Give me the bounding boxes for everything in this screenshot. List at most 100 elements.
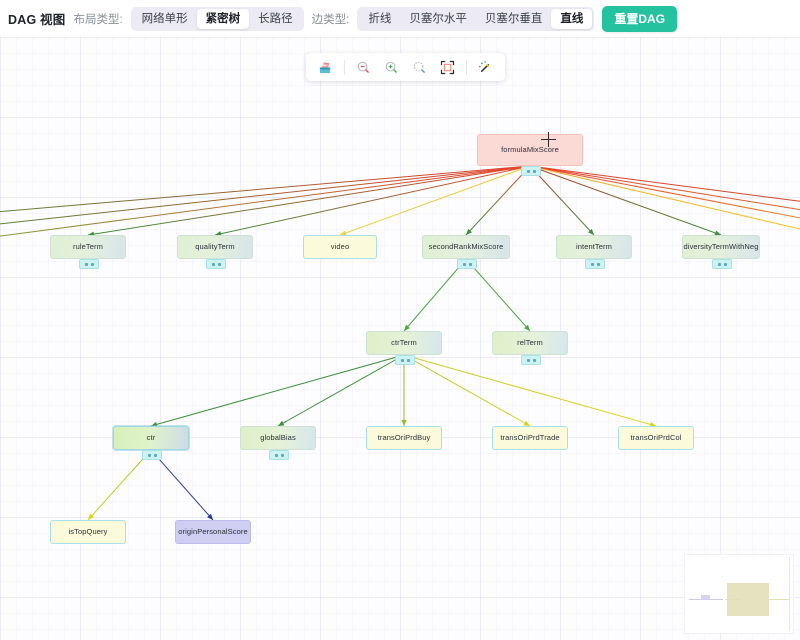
- toolbar-divider-2: [466, 59, 467, 75]
- minimap[interactable]: [684, 554, 794, 634]
- edge-option-贝塞尔垂直[interactable]: 贝塞尔垂直: [484, 12, 543, 25]
- node-label: isTopQuery: [68, 526, 108, 536]
- node-handle-badge[interactable]: [142, 450, 162, 460]
- dag-edge-formulaMixScore-to-diversityTermWithNeg[interactable]: [529, 165, 722, 236]
- dag-node-isTopQuery[interactable]: isTopQuery: [50, 520, 126, 544]
- dag-edge-ctrTerm-to-transOriPrdTrade[interactable]: [403, 354, 531, 427]
- dag-canvas[interactable]: formulaMixScore ruleTerm qualityTerm video s…: [0, 37, 800, 640]
- dag-edge-ctrTerm-to-transOriPrdCol[interactable]: [403, 354, 657, 427]
- dag-edge-ctr-to-originPersonalScore[interactable]: [150, 449, 214, 521]
- magic-wand-icon[interactable]: [473, 55, 498, 79]
- dag-node-qualityTerm[interactable]: qualityTerm: [177, 235, 253, 259]
- reset-dag-button[interactable]: 重置DAG: [602, 5, 678, 32]
- node-handle-badge[interactable]: [712, 259, 732, 269]
- node-label: ruleTerm: [73, 241, 103, 251]
- node-label: transOriPrdBuy: [377, 432, 431, 442]
- edge-arrowhead: [401, 420, 407, 426]
- dag-node-formulaMixScore[interactable]: formulaMixScore: [477, 134, 583, 166]
- dag-edge-formulaMixScore-to-offLeft3[interactable]: [0, 165, 531, 252]
- dag-edge-formulaMixScore-to-ruleTerm[interactable]: [87, 165, 531, 236]
- layout-option-紧密树[interactable]: 紧密树: [196, 8, 250, 29]
- dag-edge-formulaMixScore-to-video[interactable]: [339, 165, 531, 236]
- edge-option-贝塞尔水平[interactable]: 贝塞尔水平: [409, 12, 467, 25]
- dag-edge-ctrTerm-to-ctr[interactable]: [150, 354, 405, 427]
- dag-edge-formulaMixScore-to-offRight3[interactable]: [529, 165, 800, 241]
- node-handle-badge[interactable]: [585, 259, 605, 269]
- node-label: transOriPrdCol: [630, 432, 682, 442]
- edge-option-折线[interactable]: 折线: [368, 12, 392, 25]
- edge-type-label: 边类型:: [311, 13, 350, 26]
- dag-edge-formulaMixScore-to-offLeft2[interactable]: [0, 165, 531, 237]
- node-label: transOriPrdTrade: [500, 432, 560, 442]
- node-label: ctr: [146, 432, 156, 442]
- node-label: originPersonalScore: [178, 526, 248, 536]
- dag-node-transOriPrdTrade[interactable]: transOriPrdTrade: [492, 426, 568, 450]
- node-handle-badge[interactable]: [457, 259, 477, 269]
- node-handle-badge[interactable]: [206, 259, 226, 269]
- dag-node-diversityTermWithNeg[interactable]: diversityTermWithNeg: [682, 235, 760, 259]
- canvas-tool-bar: [306, 53, 505, 81]
- dag-edge-secondRankMixScore-to-ctrTerm[interactable]: [403, 258, 467, 332]
- fit-view-icon[interactable]: [435, 55, 460, 79]
- edge-arrowhead: [523, 420, 530, 426]
- layout-option-网络单形[interactable]: 网络单形: [141, 12, 188, 25]
- dag-node-transOriPrdCol[interactable]: transOriPrdCol: [618, 426, 694, 450]
- zoom-in-icon[interactable]: [379, 55, 404, 79]
- dag-edge-formulaMixScore-to-secondRankMixScore[interactable]: [465, 165, 531, 236]
- page-title: DAG 视图: [8, 13, 66, 27]
- node-handle-badge[interactable]: [395, 355, 415, 365]
- dag-node-video[interactable]: video: [303, 235, 377, 259]
- node-handle-badge[interactable]: [521, 355, 541, 365]
- node-label: formulaMixScore: [501, 144, 559, 154]
- edge-arrowhead: [215, 231, 222, 237]
- edge-arrowhead: [524, 324, 530, 331]
- node-handle-badge[interactable]: [269, 450, 289, 460]
- node-handle-badge[interactable]: [79, 259, 99, 269]
- edge-type-segmented-control: 折线 贝塞尔水平 贝塞尔垂直直线: [357, 6, 595, 31]
- dag-edge-formulaMixScore-to-qualityTerm[interactable]: [214, 165, 531, 236]
- minimap-viewport[interactable]: [727, 583, 769, 616]
- node-label: intentTerm: [575, 241, 612, 251]
- edge-arrowhead: [207, 513, 213, 520]
- dag-node-transOriPrdBuy[interactable]: transOriPrdBuy: [366, 426, 442, 450]
- zoom-reset-icon[interactable]: [407, 55, 432, 79]
- layout-type-label: 布局类型:: [73, 13, 123, 26]
- node-label: ctrTerm: [391, 337, 417, 347]
- layout-type-segmented-control: 网络单形紧密树长路径: [130, 6, 304, 31]
- dag-node-ctrTerm[interactable]: ctrTerm: [366, 331, 442, 355]
- dag-edge-formulaMixScore-to-intentTerm[interactable]: [529, 165, 595, 236]
- dag-edge-formulaMixScore-to-offRight4[interactable]: [529, 165, 800, 257]
- dag-node-originPersonalScore[interactable]: originPersonalScore: [175, 520, 251, 544]
- layout-option-长路径[interactable]: 长路径: [258, 12, 293, 25]
- dag-node-globalBias[interactable]: globalBias: [240, 426, 316, 450]
- dag-edge-secondRankMixScore-to-relTerm[interactable]: [465, 258, 531, 332]
- dag-node-secondRankMixScore[interactable]: secondRankMixScore: [422, 235, 510, 259]
- edge-arrowhead: [466, 228, 472, 235]
- edge-option-直线[interactable]: 直线: [551, 8, 593, 29]
- zoom-out-icon[interactable]: [351, 55, 376, 79]
- palette-icon[interactable]: [313, 55, 338, 79]
- dag-edge-formulaMixScore-to-offRight1[interactable]: [529, 165, 800, 217]
- edge-arrowhead: [340, 230, 347, 236]
- dag-edge-formulaMixScore-to-offLeft1[interactable]: [0, 165, 531, 222]
- edge-arrowhead: [88, 513, 94, 520]
- edge-layer: [0, 165, 800, 521]
- node-handle-badge[interactable]: [521, 166, 541, 176]
- dag-node-ctr[interactable]: ctr: [113, 426, 189, 450]
- dag-edge-ctrTerm-to-globalBias[interactable]: [277, 354, 405, 427]
- edge-arrowhead: [404, 324, 410, 331]
- node-label: qualityTerm: [195, 241, 235, 251]
- dag-edge-formulaMixScore-to-offRight2[interactable]: [529, 165, 800, 229]
- dag-node-relTerm[interactable]: relTerm: [492, 331, 568, 355]
- dag-node-intentTerm[interactable]: intentTerm: [556, 235, 632, 259]
- toolbar-divider-1: [344, 59, 345, 75]
- edge-arrowhead: [151, 421, 158, 427]
- node-label: secondRankMixScore: [428, 241, 504, 251]
- edge-arrowhead: [649, 421, 656, 427]
- node-label: globalBias: [260, 432, 296, 442]
- dag-edge-ctr-to-isTopQuery[interactable]: [87, 449, 152, 521]
- edge-arrowhead: [714, 230, 721, 236]
- dag-node-ruleTerm[interactable]: ruleTerm: [50, 235, 126, 259]
- edge-arrowhead: [278, 420, 285, 426]
